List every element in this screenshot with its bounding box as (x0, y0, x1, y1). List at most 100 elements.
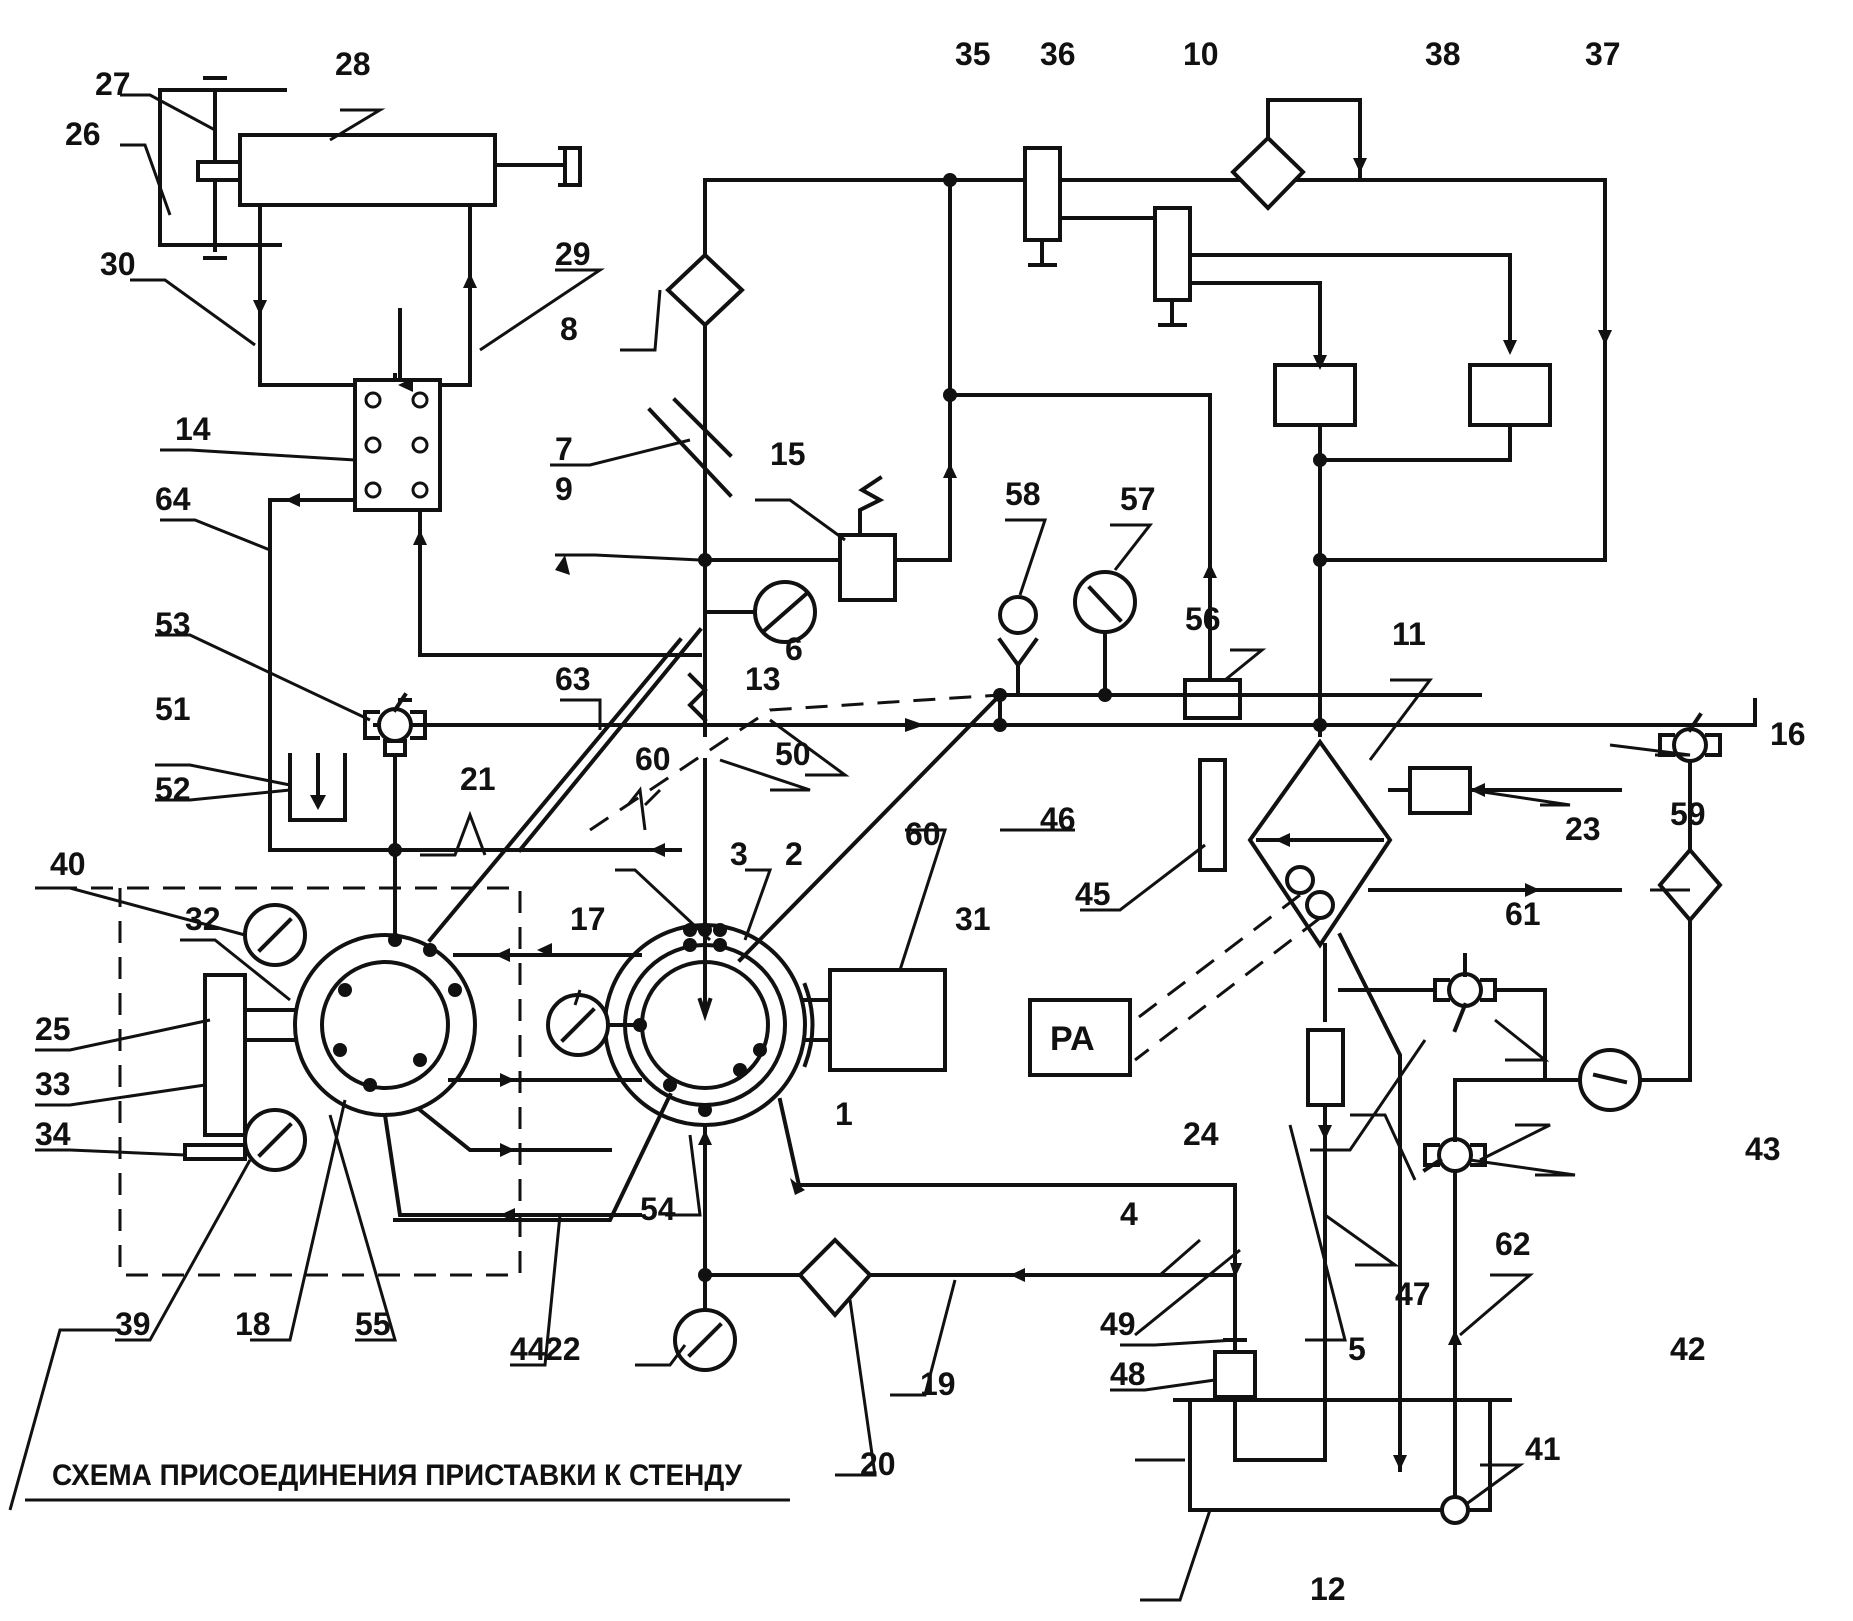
callout-label: 39 (115, 1306, 151, 1342)
gauge-40 (243, 903, 307, 967)
heat-exchanger-11 (1247, 738, 1622, 949)
schematic-caption: СХЕМА ПРИСОЕДИНЕНИЯ ПРИСТАВКИ К СТЕНДУ (52, 1459, 742, 1492)
line-50 (373, 672, 1757, 832)
callout-label: 41 (1525, 1431, 1561, 1467)
callout-label: 38 (1425, 36, 1461, 72)
callout-label: 8 (560, 311, 578, 347)
callout-label: 60 (635, 741, 671, 777)
callout-label: 45 (1075, 876, 1111, 912)
callout-label: 60 (905, 816, 941, 852)
callout-label: 49 (1100, 1306, 1136, 1342)
flow-arrows (253, 158, 1612, 1470)
callout-label: 46 (1040, 801, 1076, 837)
callout-label: 3 (730, 836, 748, 872)
relief-valve-15 (838, 475, 897, 602)
pa-label-group: PA (1050, 1020, 1095, 1058)
filter-24 (1233, 1028, 1345, 1462)
callout-label: 25 (35, 1011, 71, 1047)
tank-12 (1173, 1398, 1512, 1525)
check-valve-58 (997, 595, 1039, 697)
valve-35 (1023, 146, 1062, 267)
callout-label: 12 (1310, 1571, 1346, 1607)
filter-10 (1230, 98, 1362, 211)
callout-label: 9 (555, 471, 573, 507)
callout-label: 16 (1770, 716, 1806, 752)
valve-36 (1058, 206, 1512, 367)
callout-label: 13 (745, 661, 781, 697)
callout-label: 11 (1392, 616, 1426, 652)
block-38 (1273, 363, 1357, 427)
callout-label: 61 (1505, 896, 1541, 932)
attachment-pump-32 (183, 627, 703, 1217)
callout-label: 7 (555, 431, 573, 467)
callout-label: 6 (785, 631, 803, 667)
callout-label: 57 (1120, 481, 1156, 517)
leader-lines (8, 93, 1691, 1602)
callout-label: 54 (640, 1191, 676, 1227)
callout-label: 26 (65, 116, 101, 152)
callout-label: 1 (835, 1096, 853, 1132)
callout-label: 23 (1565, 811, 1601, 847)
sensors-45 (1134, 865, 1402, 1472)
callout-label: 56 (1185, 601, 1221, 637)
callout-label: 15 (770, 436, 806, 472)
gauge-57 (1073, 570, 1137, 697)
pa-instrument (1028, 998, 1132, 1077)
callout-label: 59 (1670, 796, 1706, 832)
callout-label: 30 (100, 246, 136, 282)
callout-label: 5 (1348, 1331, 1366, 1367)
callout-label: 10 (1183, 36, 1219, 72)
caption-text: СХЕМА ПРИСОЕДИНЕНИЯ ПРИСТАВКИ К СТЕНДУ (52, 1459, 742, 1492)
callout-label: 51 (155, 691, 191, 727)
callout-label: 34 (35, 1116, 71, 1152)
block-23 (1408, 766, 1472, 815)
callout-label: 29 (555, 236, 591, 272)
attachment-boundary (55, 886, 522, 1277)
callout-label: 42 (1670, 1331, 1706, 1367)
callout-labels: 1 2 3 4 5 6 7 8 9 10 11 12 13 14 15 16 1… (35, 36, 1806, 1607)
callout-label: 52 (155, 771, 191, 807)
callout-label: 20 (860, 1446, 896, 1482)
gauge-39 (243, 1108, 307, 1172)
callout-label: 43 (1745, 1131, 1781, 1167)
block-56 (1183, 678, 1242, 720)
callout-label: 19 (920, 1366, 956, 1402)
filter-59 (1638, 846, 1723, 1082)
callout-label: 53 (155, 606, 191, 642)
callout-label: 32 (185, 901, 221, 937)
gauge-6 (703, 580, 817, 644)
callout-label: 44 (510, 1331, 546, 1367)
callout-label: 21 (460, 761, 496, 797)
pump-unit-1 (393, 692, 1003, 1277)
distributor-14 (258, 223, 702, 852)
callout-label: 36 (1040, 36, 1076, 72)
tank-52 (288, 753, 347, 822)
callout-label: 2 (785, 836, 803, 872)
callout-label: 58 (1005, 476, 1041, 512)
callout-label: 63 (555, 661, 591, 697)
callout-label: 47 (1395, 1276, 1431, 1312)
callout-label: 55 (355, 1306, 391, 1342)
callout-label: 62 (1495, 1226, 1531, 1262)
pump-43 (1453, 1048, 1642, 1142)
callout-label: 64 (155, 481, 191, 517)
callout-label: 22 (545, 1331, 581, 1367)
junction-nodes (333, 173, 1327, 1282)
gauge-22 (673, 1273, 737, 1372)
callout-label: 33 (35, 1066, 71, 1102)
valve-53 (363, 692, 427, 852)
valve-62 (1422, 1123, 1487, 1512)
filter-20 (703, 1093, 1012, 1319)
callout-label: 18 (235, 1306, 271, 1342)
callout-label: 28 (335, 46, 371, 82)
callout-label: 24 (1183, 1116, 1219, 1152)
callout-label: 50 (775, 736, 811, 772)
callout-label: 4 (1120, 1196, 1138, 1232)
pa-label: PA (1050, 1020, 1095, 1058)
callout-label: 35 (955, 36, 991, 72)
callout-label: 40 (50, 846, 86, 882)
callout-label: 31 (955, 901, 991, 937)
callout-label: 14 (175, 411, 211, 447)
